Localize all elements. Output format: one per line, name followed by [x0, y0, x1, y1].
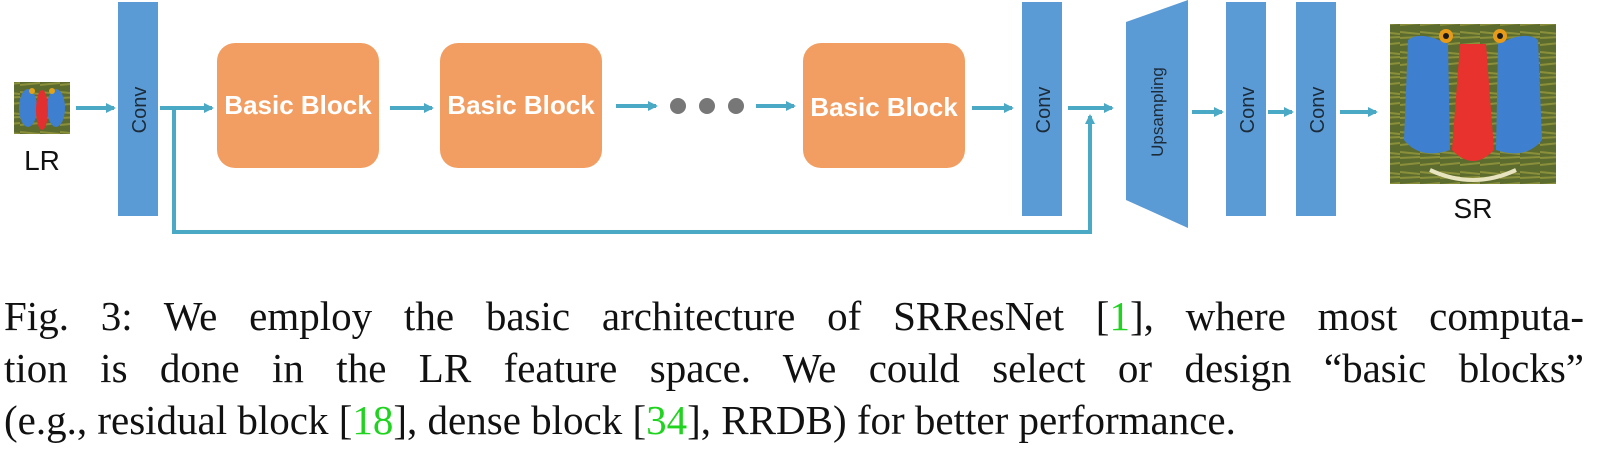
- conv-label-3: Conv: [1237, 87, 1259, 134]
- ellipsis-dots: [670, 98, 744, 114]
- conv-label-1: Conv: [129, 87, 151, 134]
- caption-text: (e.g., residual block [: [4, 397, 353, 443]
- conv-layer-2: [1022, 2, 1062, 216]
- architecture-diagram: LR Conv Basic Block Basic Block Basic Bl…: [14, 0, 1556, 234]
- basic-block-3: [803, 43, 965, 168]
- sr-label: SR: [1454, 193, 1493, 224]
- figure-caption: Fig. 3: We employ the basic architecture…: [4, 290, 1584, 446]
- conv-layer-4: [1296, 2, 1336, 216]
- caption-line-1: Fig. 3: We employ the basic architecture…: [4, 290, 1584, 342]
- upsampling-label: Upsampling: [1148, 67, 1167, 157]
- conv-layer-3: [1226, 2, 1266, 216]
- citation-link-34[interactable]: 34: [646, 397, 688, 443]
- basic-block-1: [217, 43, 379, 168]
- caption-text: Fig. 3: We employ the basic architecture…: [4, 293, 1110, 339]
- basic-block-label-1: Basic Block: [224, 90, 372, 120]
- caption-line-2: tion is done in the LR feature space. We…: [4, 345, 1584, 391]
- conv-label-4: Conv: [1307, 87, 1329, 134]
- citation-link-1[interactable]: 1: [1109, 293, 1130, 339]
- conv-layer-1: [118, 2, 158, 216]
- lr-label: LR: [24, 145, 60, 176]
- basic-block-label-3: Basic Block: [810, 92, 958, 122]
- lr-image: [14, 82, 70, 134]
- conv-label-2: Conv: [1033, 87, 1055, 134]
- caption-line-3: (e.g., residual block [18], dense block …: [4, 394, 1584, 446]
- citation-link-18[interactable]: 18: [352, 397, 394, 443]
- basic-block-label-2: Basic Block: [447, 90, 595, 120]
- basic-block-2: [440, 43, 602, 168]
- skip-connection-arrow: [172, 108, 1095, 234]
- caption-text: ], dense block [: [393, 397, 647, 443]
- caption-text: ], where most computa-: [1129, 293, 1584, 339]
- upsampling-layer: [1126, 0, 1188, 228]
- sr-image: [1390, 24, 1556, 184]
- caption-text: ], RRDB) for better performance.: [687, 397, 1236, 443]
